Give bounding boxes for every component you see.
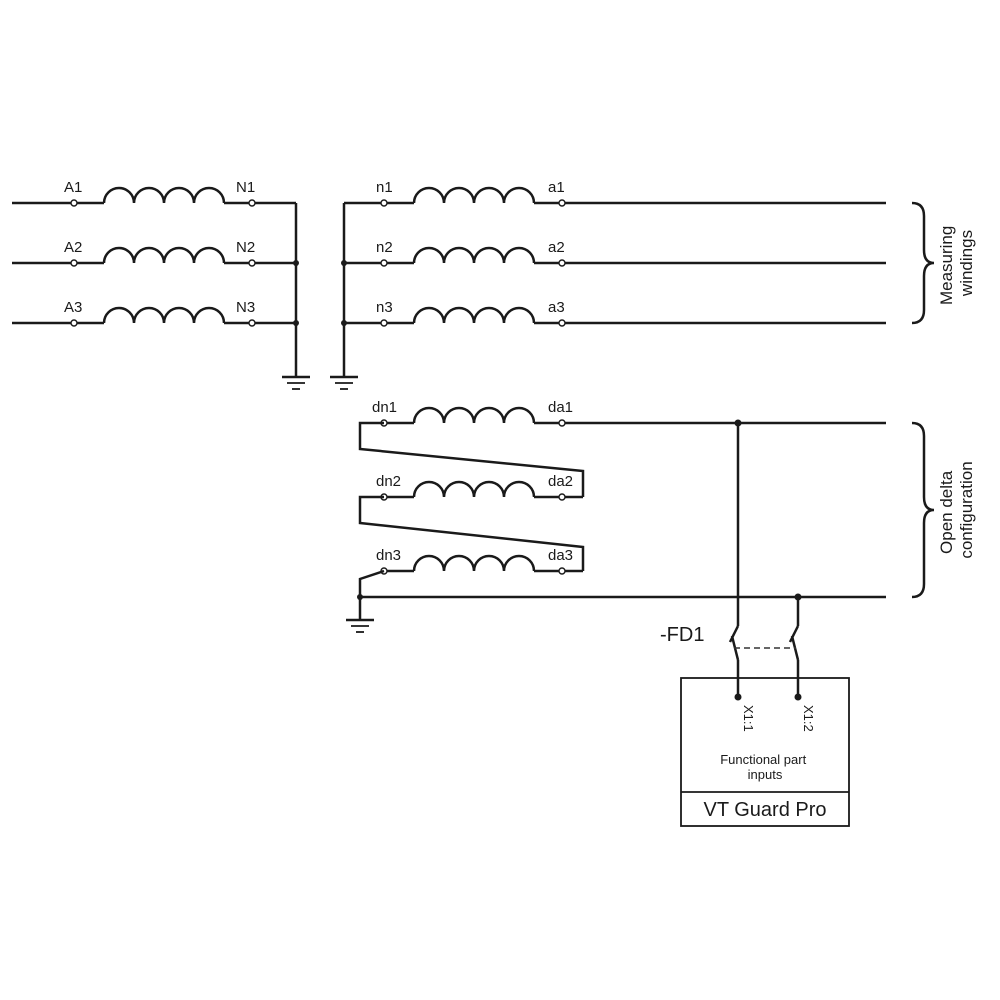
device-box (680, 677, 850, 827)
primary-start-label: A2 (64, 239, 82, 256)
primary-start-label: A1 (64, 179, 82, 196)
fd1-switch: -FD1 (660, 419, 802, 697)
primary-winding-1: A1 N1 (12, 179, 296, 207)
open-delta-winding-2: dn2 da2 (376, 473, 583, 501)
open-delta-winding-3: dn3 da3 (376, 547, 583, 575)
open-delta-winding-1: dn1 da1 (372, 399, 886, 427)
measuring-end-label: a1 (548, 179, 565, 196)
measuring-brace (911, 201, 935, 325)
open-delta-end-label: da3 (548, 547, 573, 564)
measuring-start-label: n2 (376, 239, 393, 256)
open-delta-end-label: da1 (548, 399, 573, 416)
functional-inputs-label: Functional part inputs (720, 752, 810, 782)
primary-winding-3: A3 N3 (12, 299, 296, 327)
ground-icon (330, 375, 358, 390)
open-delta-link-1-2 (358, 421, 585, 497)
measuring-winding-3: n3 a3 (344, 299, 886, 327)
open-delta-end-label: da2 (548, 473, 573, 490)
device-name: VT Guard Pro (703, 799, 826, 821)
open-delta-windings: dn1 da1 dn2 da2 dn3 da3 (346, 399, 976, 633)
measuring-start-label: n1 (376, 179, 393, 196)
switch-label: -FD1 (660, 624, 704, 646)
terminal-label: X1:2 (801, 705, 816, 732)
primary-end-label: N1 (236, 179, 255, 196)
open-delta-start-label: dn2 (376, 473, 401, 490)
vt-guard-pro-device: X1:1 X1:2 Functional part inputs VT Guar… (680, 677, 850, 827)
open-delta-start-label: dn3 (376, 547, 401, 564)
primary-end-label: N3 (236, 299, 255, 316)
measuring-end-label: a2 (548, 239, 565, 256)
ground-icon (282, 375, 310, 390)
primary-winding-2: A2 N2 (12, 239, 296, 267)
measuring-windings: n1 a1 n2 a2 n3 a3 Measuring windings (330, 179, 976, 390)
open-delta-label: Open delta configuration (937, 461, 976, 558)
primary-end-label: N2 (236, 239, 255, 256)
ground-icon (346, 618, 374, 633)
open-delta-brace (911, 421, 935, 599)
open-delta-link-2-3 (358, 495, 585, 571)
measuring-winding-1: n1 a1 (344, 179, 886, 207)
switch-contact-2 (788, 625, 800, 643)
primary-start-label: A3 (64, 299, 82, 316)
measuring-end-label: a3 (548, 299, 565, 316)
primary-windings: A1 N1 A2 N2 A3 N3 (12, 179, 310, 390)
switch-contact-1 (728, 625, 740, 643)
measuring-start-label: n3 (376, 299, 393, 316)
measuring-winding-2: n2 a2 (344, 239, 886, 267)
measuring-windings-label: Measuring windings (937, 221, 976, 305)
terminal-label: X1:1 (741, 705, 756, 732)
open-delta-start-label: dn1 (372, 399, 397, 416)
